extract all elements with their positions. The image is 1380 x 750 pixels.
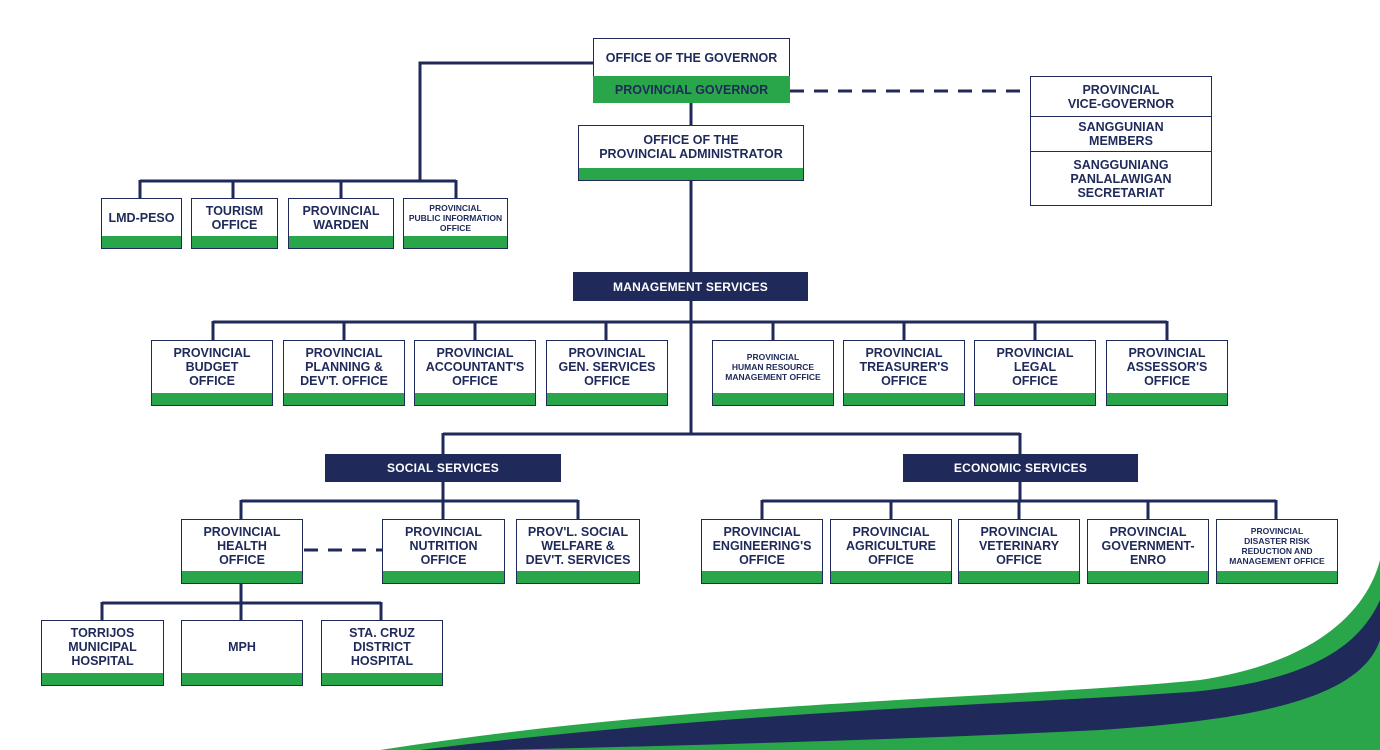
box-label: PROVINCIAL GEN. SERVICES OFFICE [558,346,656,388]
box-label: STA. CRUZ DISTRICT HOSPITAL [349,626,415,668]
lmd-peso-office: LMD-PESO [101,198,182,249]
box-label: PROVINCIAL GOVERNMENT- ENRO [1101,524,1195,567]
box-label: TOURISM OFFICE [205,203,264,232]
enro-office: PROVINCIAL GOVERNMENT- ENRO [1087,519,1209,584]
provincial-vice-governor: PROVINCIAL VICE-GOVERNOR [1031,77,1211,117]
legal-office: PROVINCIAL LEGAL OFFICE [974,340,1096,406]
veterinary-office: PROVINCIAL VETERINARY OFFICE [958,519,1080,584]
mph-hospital: MPH [181,620,303,686]
nutrition-office: PROVINCIAL NUTRITION OFFICE [382,519,505,584]
office-of-the-governor: OFFICE OF THE GOVERNOR [593,38,790,76]
box-label: PROVINCIAL LEGAL OFFICE [996,346,1074,388]
legislative-group: PROVINCIAL VICE-GOVERNOR SANGGUNIAN MEMB… [1030,76,1212,206]
box-label: PROVINCIAL ASSESSOR'S OFFICE [1126,346,1208,388]
box-label: LMD-PESO [108,210,175,225]
agriculture-office: PROVINCIAL AGRICULTURE OFFICE [830,519,952,584]
budget-office: PROVINCIAL BUDGET OFFICE [151,340,273,406]
public-information-office: PROVINCIAL PUBLIC INFORMATION OFFICE [403,198,508,249]
box-label: PROVINCIAL AGRICULTURE OFFICE [845,524,937,567]
treasurers-office: PROVINCIAL TREASURER'S OFFICE [843,340,965,406]
box-label: PROVINCIAL PLANNING & DEV'T. OFFICE [300,346,388,388]
office-of-provincial-administrator: OFFICE OF THE PROVINCIAL ADMINISTRATOR [578,125,804,181]
box-label: PROVINCIAL HUMAN RESOURCE MANAGEMENT OFF… [725,352,821,382]
box-label: PROVINCIAL PUBLIC INFORMATION OFFICE [408,202,503,233]
sta-cruz-district-hospital: STA. CRUZ DISTRICT HOSPITAL [321,620,443,686]
economic-services-header: ECONOMIC SERVICES [903,454,1138,482]
accountants-office: PROVINCIAL ACCOUNTANT'S OFFICE [414,340,536,406]
box-label: OFFICE OF THE PROVINCIAL ADMINISTRATOR [599,133,783,161]
box-label: PROVINCIAL ACCOUNTANT'S OFFICE [425,346,525,388]
box-label: PROVINCIAL ENGINEERING'S OFFICE [712,524,812,567]
social-welfare-office: PROV'L. SOCIAL WELFARE & DEV'T. SERVICES [516,519,640,584]
torrijos-municipal-hospital: TORRIJOS MUNICIPAL HOSPITAL [41,620,164,686]
box-label: PROVINCIAL NUTRITION OFFICE [404,524,483,567]
box-label: PROVINCIAL TREASURER'S OFFICE [859,346,949,388]
box-label: TORRIJOS MUNICIPAL HOSPITAL [68,626,137,668]
box-label: PROVINCIAL VETERINARY OFFICE [978,524,1060,567]
box-label: PROV'L. SOCIAL WELFARE & DEV'T. SERVICES [525,524,631,567]
human-resource-office: PROVINCIAL HUMAN RESOURCE MANAGEMENT OFF… [712,340,834,406]
assessors-office: PROVINCIAL ASSESSOR'S OFFICE [1106,340,1228,406]
disaster-risk-office: PROVINCIAL DISASTER RISK REDUCTION AND M… [1216,519,1338,584]
general-services-office: PROVINCIAL GEN. SERVICES OFFICE [546,340,668,406]
social-services-header: SOCIAL SERVICES [325,454,561,482]
management-services-header: MANAGEMENT SERVICES [573,272,808,301]
sangguniang-panlalawigan-secretariat: SANGGUNIANG PANLALAWIGAN SECRETARIAT [1070,157,1172,200]
box-label: PROVINCIAL WARDEN [302,203,380,232]
provincial-warden: PROVINCIAL WARDEN [288,198,394,249]
provincial-governor: PROVINCIAL GOVERNOR [593,76,790,103]
tourism-office: TOURISM OFFICE [191,198,278,249]
planning-office: PROVINCIAL PLANNING & DEV'T. OFFICE [283,340,405,406]
engineering-office: PROVINCIAL ENGINEERING'S OFFICE [701,519,823,584]
health-office: PROVINCIAL HEALTH OFFICE [181,519,303,584]
box-label: MPH [228,640,256,654]
sanggunian-members: SANGGUNIAN MEMBERS [1031,117,1211,152]
box-label: PROVINCIAL HEALTH OFFICE [203,524,281,567]
box-label: PROVINCIAL DISASTER RISK REDUCTION AND M… [1229,525,1325,566]
box-label: PROVINCIAL BUDGET OFFICE [173,346,251,388]
